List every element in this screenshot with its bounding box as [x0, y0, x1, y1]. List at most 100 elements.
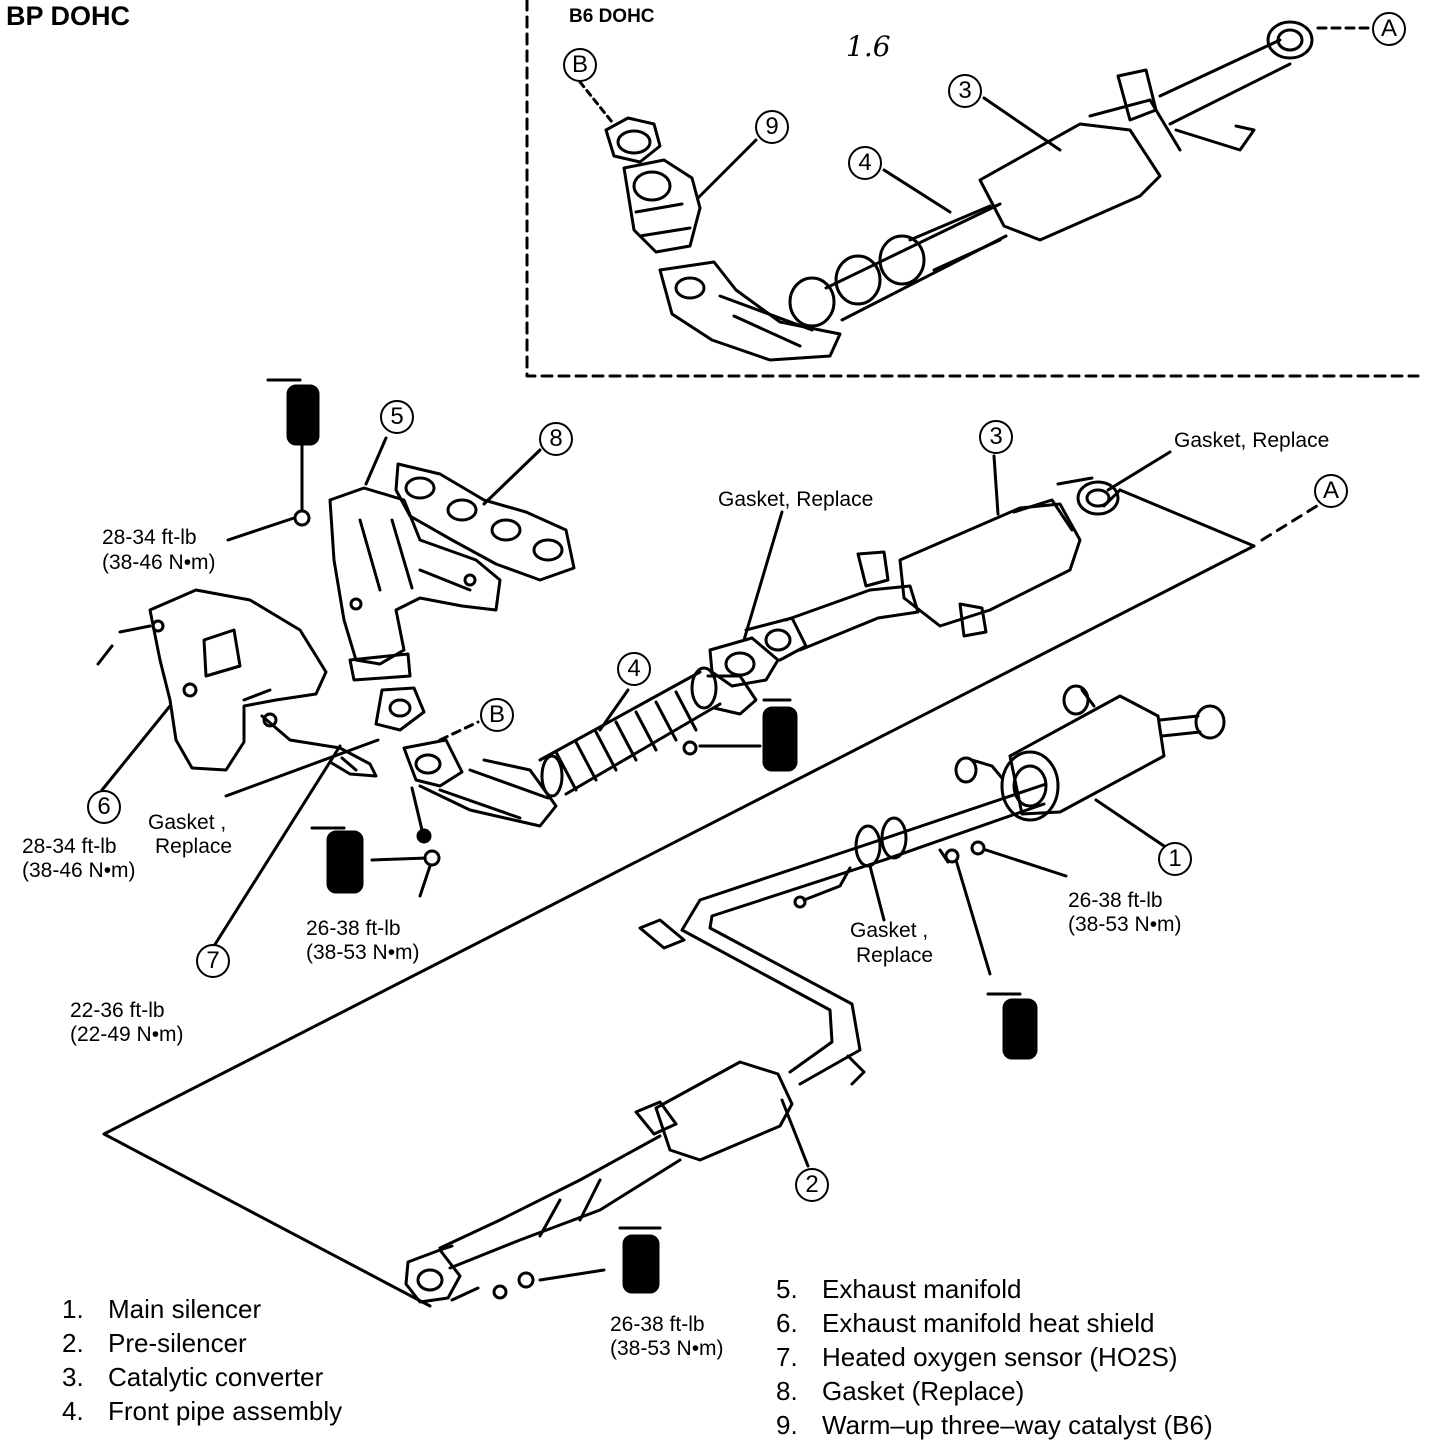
callout-2: 2	[795, 1168, 829, 1202]
callout-1: 1	[1158, 842, 1192, 876]
legend-item: 3. Catalytic converter	[62, 1360, 342, 1394]
label-torque-28-34-left: 28-34 ft-lb	[22, 835, 117, 858]
legend-item: 7. Heated oxygen sensor (HO2S)	[776, 1340, 1213, 1374]
pre-silencer	[404, 1060, 794, 1304]
legend-item: 9. Warm–up three–way catalyst (B6)	[776, 1408, 1213, 1442]
label-torque-38-46-left: (38-46 N•m)	[22, 859, 136, 882]
a-reference-line	[102, 544, 1256, 1308]
legend-num: 8.	[776, 1376, 798, 1406]
inset-warmup-catalyst	[604, 116, 702, 254]
label-gasket-replace-mid: Gasket, Replace	[718, 488, 874, 511]
legend-text: Exhaust manifold	[822, 1274, 1022, 1304]
leader-1	[1094, 798, 1166, 848]
catalytic-converter	[784, 476, 1122, 652]
leader-gasket-low	[224, 738, 380, 798]
leader-gasket-tail	[868, 864, 886, 922]
leader-2	[780, 1098, 810, 1168]
legend-right: 5. Exhaust manifold 6. Exhaust manifold he…	[776, 1272, 1213, 1442]
legend-text: Front pipe assembly	[108, 1396, 343, 1426]
legend-item: 2. Pre-silencer	[62, 1326, 342, 1360]
legend-item: 5. Exhaust manifold	[776, 1272, 1213, 1306]
callout-8: 8	[539, 422, 573, 456]
label-torque-38-53-right: (38-53 N•m)	[1068, 913, 1182, 936]
leader-5	[364, 436, 388, 486]
inset-b-leader	[578, 80, 614, 124]
legend-text: Gasket (Replace)	[822, 1376, 1025, 1406]
callout-9-inset: 9	[755, 110, 789, 144]
tail-pipe	[638, 782, 1048, 1086]
label-torque-26-38-center: 26-38 ft-lb	[306, 917, 401, 940]
label-torque-26-38-bottom: 26-38 ft-lb	[610, 1313, 705, 1336]
label-torque-38-53-center: (38-53 N•m)	[306, 941, 420, 964]
converter-flange	[708, 616, 808, 688]
inset-manifold-flange	[658, 260, 842, 362]
label-gasket-tail-2: Replace	[856, 944, 934, 967]
label-torque-38-46-top: (38-46 N•m)	[102, 551, 216, 574]
legend-num: 9.	[776, 1410, 798, 1440]
label-gasket-left-1: Gasket ,	[148, 811, 227, 834]
oxygen-sensor-area	[260, 686, 426, 778]
legend-text: Exhaust manifold heat shield	[822, 1308, 1155, 1338]
main-title: BP DOHC	[6, 1, 131, 31]
leader-4	[598, 688, 630, 732]
label-gasket-tail-1: Gasket ,	[850, 919, 929, 942]
heat-shield	[96, 588, 328, 772]
inset-title: B6 DOHC	[569, 6, 655, 27]
leader-8	[482, 448, 542, 506]
label-torque-38-53-bottom: (38-53 N•m)	[610, 1337, 724, 1360]
a-reference-line-upper	[1118, 488, 1256, 548]
label-gasket-replace-top: Gasket, Replace	[1174, 429, 1330, 452]
torque-bottle-4	[944, 840, 1038, 1060]
callout-4: 4	[617, 652, 651, 686]
leader-torque-28-top	[226, 516, 296, 542]
inset-leader-3	[982, 96, 1062, 152]
legend-text: Catalytic converter	[108, 1362, 324, 1392]
b-dashed	[438, 720, 480, 742]
legend-text: Main silencer	[108, 1294, 262, 1324]
leader-7	[212, 744, 342, 948]
callout-3-inset: 3	[948, 74, 982, 108]
legend-text: Heated oxygen sensor (HO2S)	[822, 1342, 1178, 1372]
legend-num: 6.	[776, 1308, 798, 1338]
leader-torque-26-right	[984, 848, 1068, 878]
legend-item: 8. Gasket (Replace)	[776, 1374, 1213, 1408]
legend-left: 1. Main silencer 2. Pre-silencer 3. Catalyt…	[62, 1292, 342, 1428]
callout-b-inset: B	[563, 48, 597, 82]
legend-num: 3.	[62, 1362, 84, 1392]
handwritten-note: 1.6	[846, 30, 891, 63]
leader-6	[100, 704, 172, 792]
legend-item: 6. Exhaust manifold heat shield	[776, 1306, 1213, 1340]
legend-num: 2.	[62, 1328, 84, 1358]
callout-4-inset: 4	[848, 146, 882, 180]
label-torque-28-34-top: 28-34 ft-lb	[102, 526, 197, 549]
leader-gasket-mid	[742, 510, 784, 642]
callout-b: B	[480, 698, 514, 732]
front-pipe-assembly	[402, 666, 758, 828]
legend-num: 1.	[62, 1294, 84, 1324]
inset-leader-4	[882, 168, 952, 214]
legend-text: Warm–up three–way catalyst (B6)	[822, 1410, 1213, 1440]
callout-a-inset: A	[1372, 12, 1406, 46]
exhaust-manifold	[328, 486, 502, 682]
inset-catalytic-converter	[978, 20, 1314, 242]
legend-item: 4. Front pipe assembly	[62, 1394, 342, 1428]
legend-item: 1. Main silencer	[62, 1292, 342, 1326]
callout-5: 5	[380, 400, 414, 434]
legend-num: 5.	[776, 1274, 798, 1304]
callout-3: 3	[979, 420, 1013, 454]
torque-bottle-2	[682, 698, 798, 772]
leader-gasket-top	[1106, 450, 1172, 492]
legend-text: Pre-silencer	[108, 1328, 247, 1358]
torque-bottle-5	[492, 1226, 662, 1300]
leader-3	[992, 454, 1000, 516]
label-gasket-left-2: Replace	[155, 835, 233, 858]
torque-bottle-3	[310, 786, 441, 898]
callout-6: 6	[87, 790, 121, 824]
legend-num: 7.	[776, 1342, 798, 1372]
legend-num: 4.	[62, 1396, 84, 1426]
torque-bottle-1	[266, 378, 320, 527]
label-torque-22-36: 22-36 ft-lb	[70, 999, 165, 1022]
label-torque-26-38-right: 26-38 ft-lb	[1068, 889, 1163, 912]
callout-a: A	[1314, 474, 1348, 508]
